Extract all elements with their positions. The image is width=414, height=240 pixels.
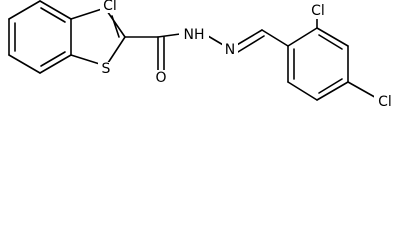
bond	[40, 51, 66, 67]
bond	[70, 7, 106, 20]
atom-cl-thiophene: Cl	[103, 0, 117, 14]
atom-nh: NH	[184, 27, 205, 43]
bond	[105, 36, 126, 67]
chemical-structure: Cl S NH N O Cl Cl	[8, 0, 396, 110]
atom-cl-ortho: Cl	[311, 3, 325, 19]
bond	[39, 0, 72, 20]
bond	[40, 7, 66, 23]
bond	[287, 27, 318, 47]
bond	[261, 29, 289, 47]
bond	[318, 34, 343, 50]
atom-label-bg	[100, 0, 120, 13]
bond	[316, 81, 349, 101]
atom-label-bg	[222, 42, 238, 58]
bond	[39, 54, 72, 74]
atom-label-bg	[98, 62, 114, 76]
bond	[318, 78, 343, 94]
atom-label-bg	[307, 3, 329, 19]
bond	[287, 81, 318, 101]
bond	[8, 54, 41, 74]
bond	[316, 27, 349, 47]
bond	[111, 15, 120, 38]
atom-n: N	[225, 42, 235, 58]
atom-label-bg	[152, 70, 170, 86]
atom-oxygen: O	[155, 70, 166, 86]
bond	[157, 33, 181, 38]
bond	[232, 35, 265, 56]
atom-sulfur: S	[102, 61, 111, 77]
bond	[8, 0, 41, 20]
atom-label-bg	[374, 94, 396, 110]
atom-label-bg	[179, 27, 209, 43]
atom-labels: Cl S NH N O Cl Cl	[98, 0, 396, 110]
atom-cl-para: Cl	[378, 94, 392, 110]
